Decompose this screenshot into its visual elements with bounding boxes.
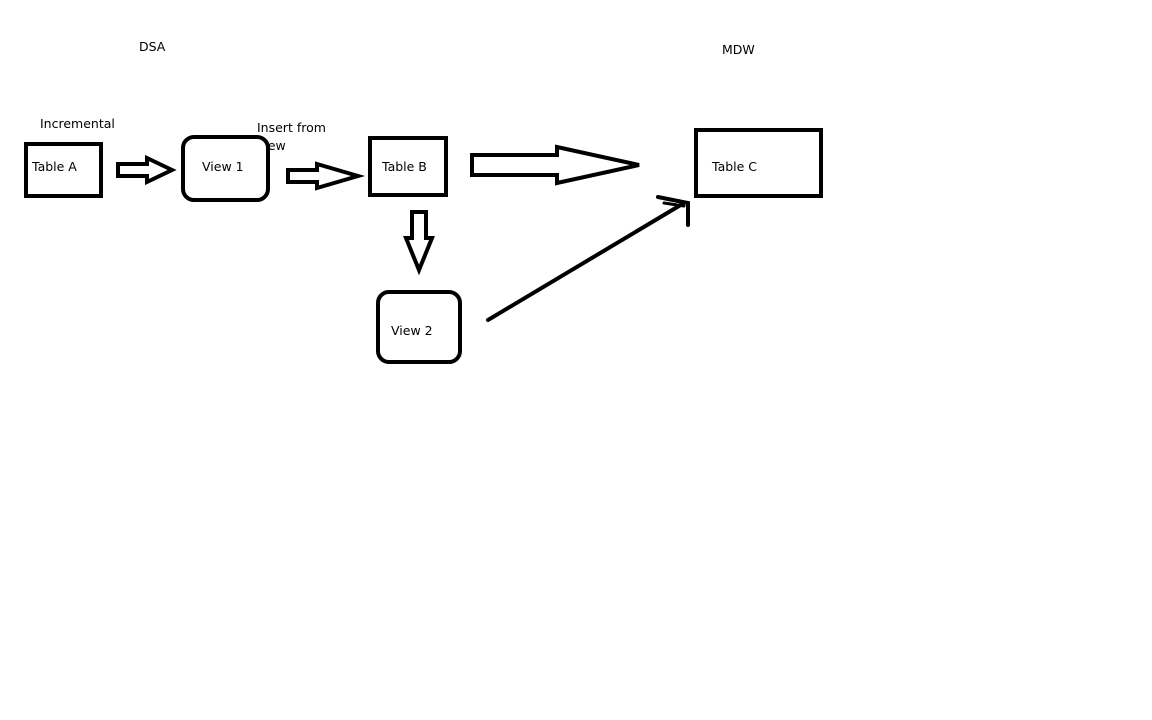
node-view-1-label: View 1 bbox=[202, 159, 244, 174]
node-view-2-label: View 2 bbox=[391, 323, 433, 338]
node-table-b: Table B bbox=[368, 136, 448, 197]
arrow-view-2-to-table-c-head-inner bbox=[662, 201, 686, 208]
arrow-view-2-to-table-c bbox=[486, 201, 686, 322]
node-table-c: Table C bbox=[694, 128, 823, 198]
arrow-view-1-to-table-b bbox=[286, 161, 366, 191]
node-table-a: Table A bbox=[24, 142, 103, 198]
node-table-b-label: Table B bbox=[382, 159, 427, 174]
annotation-incremental: Incremental bbox=[40, 116, 115, 131]
section-label-dsa: DSA bbox=[139, 39, 166, 54]
arrow-table-a-to-view-1 bbox=[116, 154, 177, 186]
node-table-c-label: Table C bbox=[712, 159, 758, 174]
node-view-2: View 2 bbox=[376, 290, 462, 364]
arrow-table-b-to-table-c bbox=[470, 144, 640, 186]
arrow-table-b-to-view-2 bbox=[403, 210, 435, 276]
section-label-mdw: MDW bbox=[722, 42, 755, 57]
node-view-1: View 1 bbox=[181, 135, 270, 202]
node-table-a-label: Table A bbox=[32, 159, 77, 174]
arrow-view-2-to-table-c-head bbox=[656, 195, 690, 227]
